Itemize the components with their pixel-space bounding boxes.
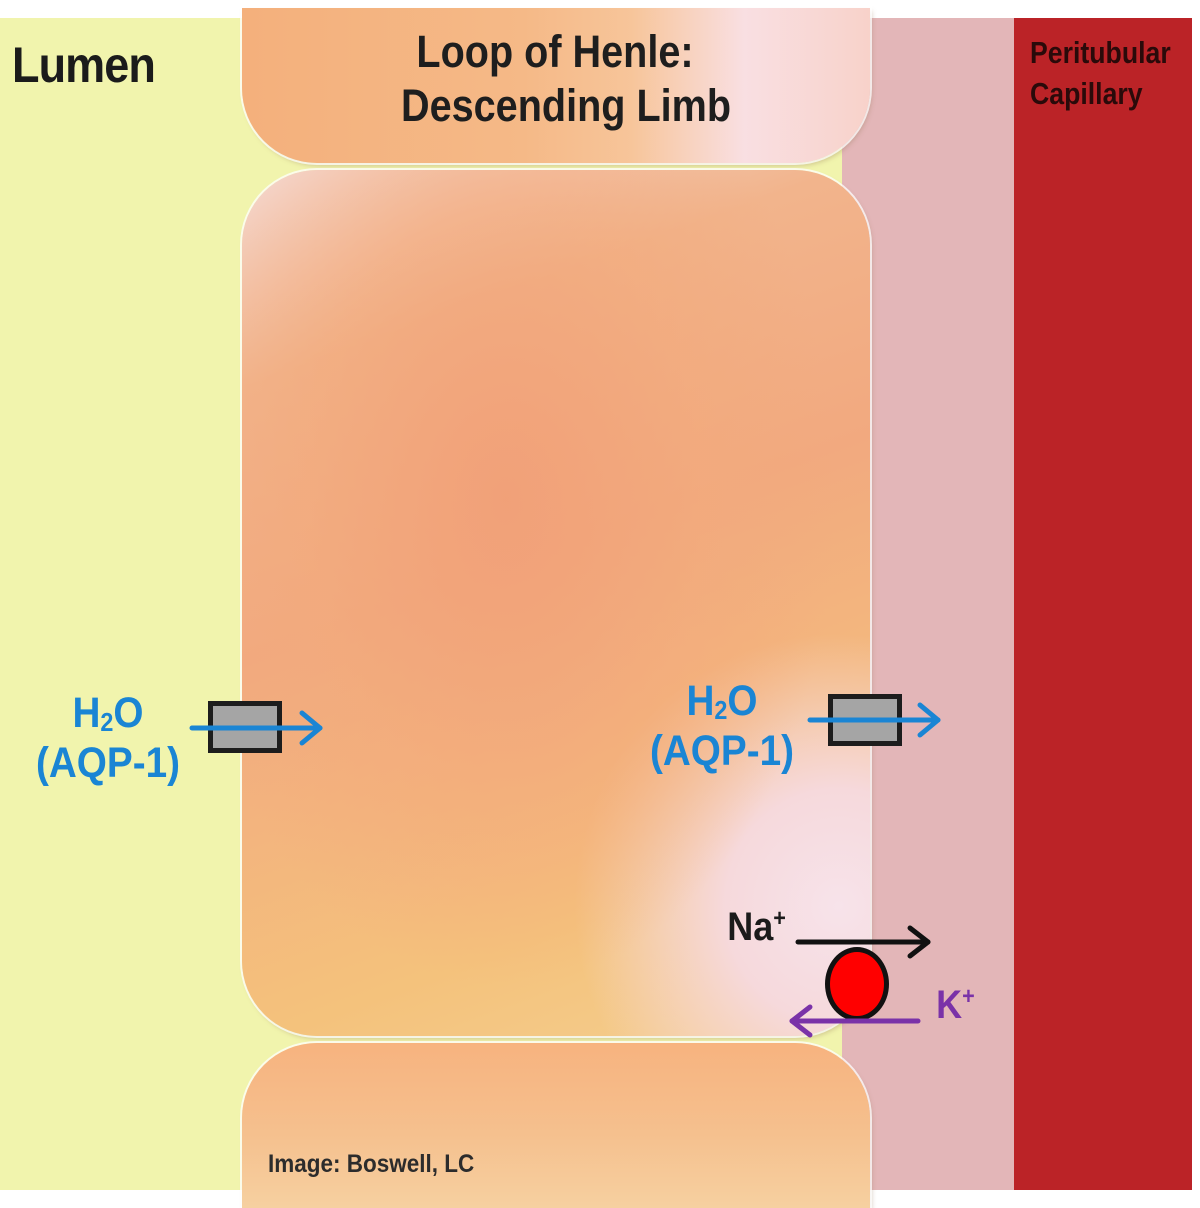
basolateral-water-subscript: 2: [714, 695, 728, 725]
apical-aquaporin-channel: [208, 701, 282, 753]
apical-water-subscript: 2: [100, 707, 114, 737]
basolateral-water-h: H: [686, 677, 715, 725]
basolateral-aquaporin-channel: [828, 694, 902, 746]
segment-title-line1: Loop of Henle:: [416, 26, 694, 77]
basolateral-channel-name: (AQP-1): [649, 727, 795, 775]
lumen-region: [0, 18, 242, 1190]
apical-water-h: H: [72, 689, 101, 737]
segment-title-line2: Descending Limb: [401, 80, 732, 131]
apical-water-label: H2O (AQP-1): [27, 688, 189, 788]
epithelial-cell-top: [242, 8, 870, 163]
sodium-symbol: Na: [727, 905, 774, 949]
potassium-symbol: K: [936, 983, 963, 1027]
sodium-label: Na+: [727, 905, 786, 950]
potassium-charge: +: [962, 983, 975, 1010]
basolateral-water-formula: H2O: [641, 676, 803, 726]
basolateral-water-label: H2O (AQP-1): [641, 676, 803, 776]
apical-water-formula: H2O: [27, 688, 189, 738]
capillary-label-line1: Peritubular: [1030, 35, 1171, 70]
segment-title: Loop of Henle: Descending Limb: [401, 25, 732, 133]
sodium-potassium-pump: [825, 947, 889, 1021]
peritubular-capillary-region: [1014, 18, 1192, 1190]
lumen-label: Lumen: [12, 37, 156, 93]
basolateral-water-o: O: [727, 677, 758, 725]
capillary-label-line2: Capillary: [1030, 76, 1143, 111]
epithelial-cell-main: [242, 170, 870, 1036]
epithelial-cell-bottom: [242, 1043, 870, 1208]
image-credit: Image: Boswell, LC: [268, 1150, 475, 1178]
apical-water-o: O: [113, 689, 144, 737]
sodium-charge: +: [773, 905, 786, 932]
apical-channel-name: (AQP-1): [35, 739, 181, 787]
capillary-label: Peritubular Capillary: [1030, 32, 1171, 114]
potassium-label: K+: [936, 983, 975, 1028]
